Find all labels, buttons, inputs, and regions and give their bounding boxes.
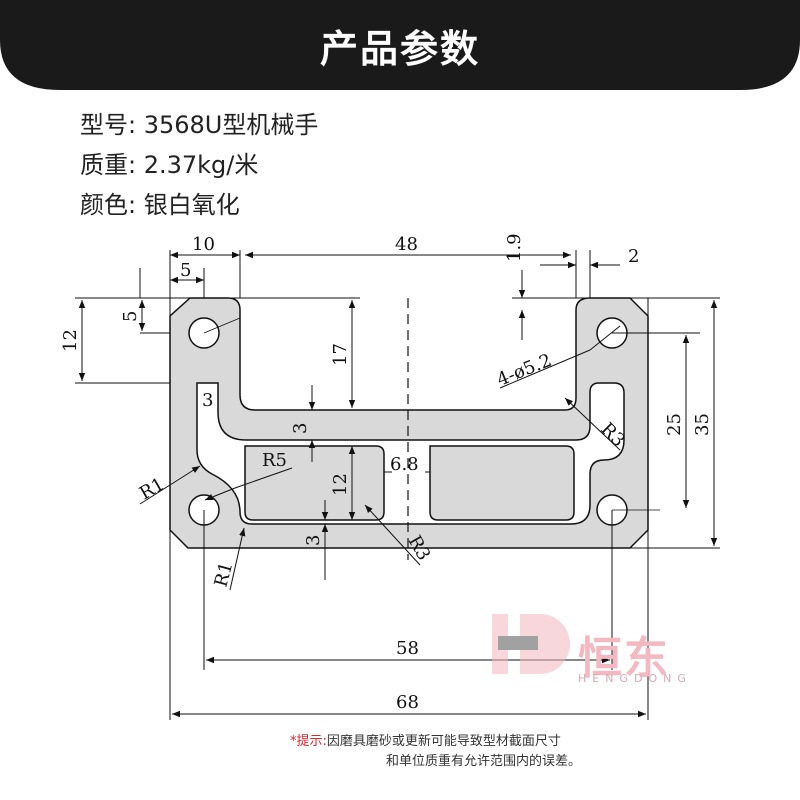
notice-line2: 和单位质重有允许范围内的误差。 bbox=[386, 754, 582, 769]
dim-35: 35 bbox=[692, 413, 713, 436]
dim-3-web: 3 bbox=[290, 423, 311, 434]
dim-10: 10 bbox=[192, 234, 215, 255]
dim-3-slot: 3 bbox=[202, 390, 213, 411]
dim-1-9: 1.9 bbox=[504, 233, 525, 262]
dim-4-hole: 4-ø5.2 bbox=[494, 350, 555, 391]
page-title: 产品参数 bbox=[319, 27, 480, 71]
dim-r5: R5 bbox=[262, 450, 287, 471]
dim-r1-left: R1 bbox=[136, 474, 168, 505]
dim-12-center: 12 bbox=[330, 473, 351, 496]
dim-5-left: 5 bbox=[120, 311, 141, 322]
title-banner bbox=[0, 0, 800, 90]
dim-r1-bottom: R1 bbox=[211, 560, 238, 590]
spec-model: 型号: 3568U型机械手 bbox=[80, 111, 319, 139]
spec-color: 颜色: 银白氧化 bbox=[80, 191, 240, 219]
dim-48: 48 bbox=[395, 234, 418, 255]
dim-2: 2 bbox=[628, 246, 639, 267]
dim-6-8: 6.8 bbox=[390, 454, 419, 475]
logo-name: 恒东 bbox=[578, 633, 670, 684]
logo-mark bbox=[492, 614, 570, 674]
dim-17: 17 bbox=[330, 343, 351, 366]
profile-section bbox=[169, 297, 649, 549]
dim-5-top: 5 bbox=[180, 260, 191, 281]
dim-58: 58 bbox=[396, 638, 419, 659]
dim-12-left: 12 bbox=[60, 329, 81, 352]
dim-68: 68 bbox=[396, 692, 419, 713]
spec-weight: 质重: 2.37kg/米 bbox=[80, 151, 259, 179]
logo-subtitle: HENGDONG bbox=[578, 672, 692, 685]
disclaimer-notice: *提示:因磨具磨砂或更新可能导致型材截面尺寸 和单位质重有允许范围内的误差。 bbox=[290, 732, 581, 772]
notice-prefix: *提示: bbox=[290, 734, 327, 749]
dim-25: 25 bbox=[664, 413, 685, 436]
notice-line1: 因磨具磨砂或更新可能导致型材截面尺寸 bbox=[326, 734, 561, 749]
dim-3-bottom: 3 bbox=[303, 535, 324, 546]
